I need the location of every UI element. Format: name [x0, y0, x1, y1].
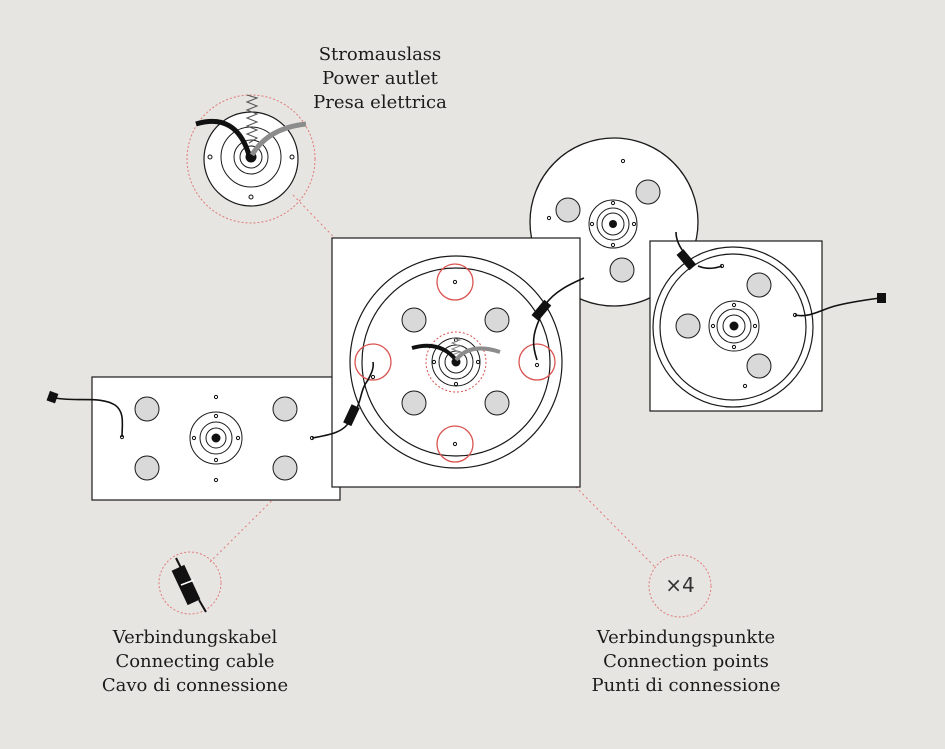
power-outlet-it: Presa elettrica	[313, 92, 447, 113]
power-outlet-en: Power autlet	[322, 68, 438, 89]
multiplier-callout	[648, 554, 712, 618]
multiplier-text: ×4	[665, 573, 695, 597]
connection-points-en: Connection points	[603, 651, 769, 672]
power-outlet-de: Stromauslass	[318, 44, 442, 65]
connecting-cable-callout	[158, 551, 222, 615]
connection-points-it: Punti di connessione	[591, 675, 781, 696]
connecting-cable-it: Cavo di connessione	[101, 675, 289, 696]
connection-points	[354, 263, 556, 463]
connecting-cable-de: Verbindungskabel	[112, 627, 278, 648]
connection-points-de: Verbindungspunkte	[596, 627, 776, 648]
power-outlet-callout	[186, 94, 316, 224]
cable-connectors	[46, 249, 886, 427]
connecting-cable-label: Verbindungskabel Connecting cable Cavo d…	[85, 626, 305, 698]
power-outlet-label: Stromauslass Power autlet Presa elettric…	[300, 43, 460, 115]
connection-points-label: Verbindungspunkte Connection points Punt…	[575, 626, 797, 698]
center-panel	[331, 237, 581, 488]
right-panel	[649, 240, 823, 412]
connecting-cable-en: Connecting cable	[115, 651, 275, 672]
left-panel	[91, 376, 341, 501]
